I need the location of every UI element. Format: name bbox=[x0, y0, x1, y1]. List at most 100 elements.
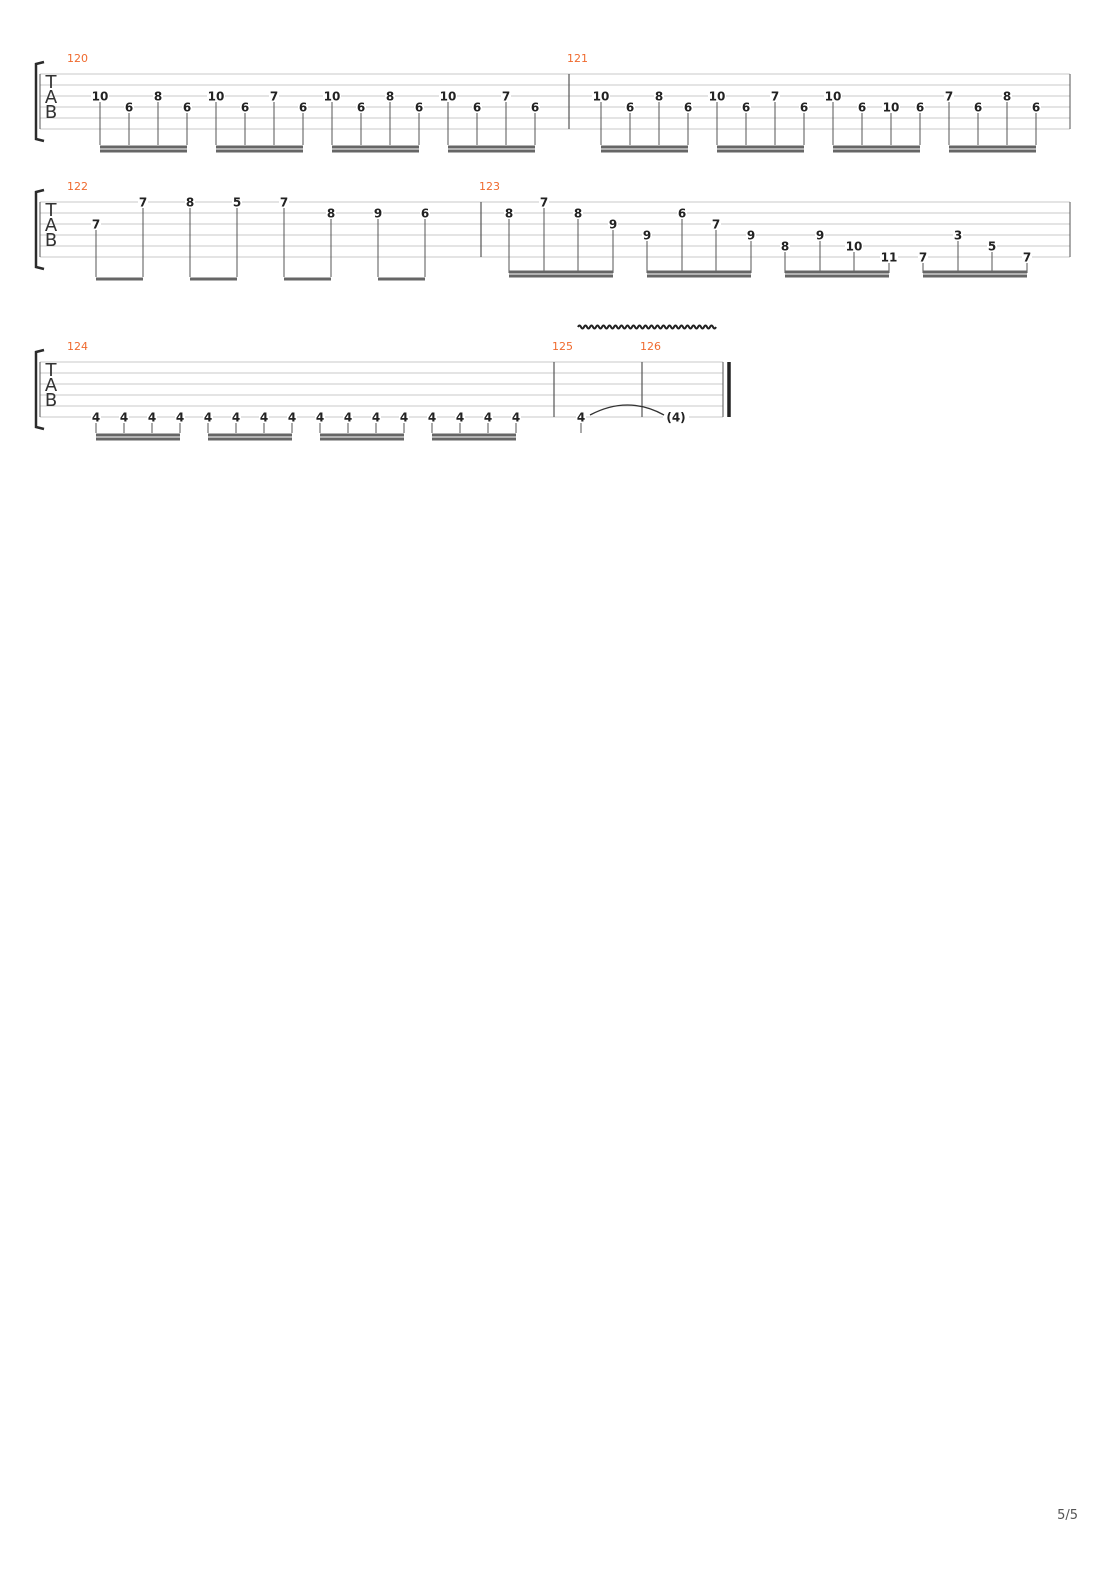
fret-number: 10 bbox=[440, 90, 457, 104]
fret-number: 6 bbox=[678, 207, 686, 221]
note-background bbox=[439, 89, 457, 102]
note-background bbox=[683, 100, 693, 113]
note-background bbox=[240, 100, 250, 113]
fret-number: 10 bbox=[593, 90, 610, 104]
fret-number: 6 bbox=[241, 101, 249, 115]
note-background bbox=[576, 410, 586, 423]
note-background bbox=[91, 410, 101, 423]
note-background bbox=[385, 89, 395, 102]
note-background bbox=[592, 89, 610, 102]
note-background bbox=[882, 100, 900, 113]
note-background bbox=[207, 89, 225, 102]
note-background bbox=[203, 410, 213, 423]
note-background bbox=[414, 100, 424, 113]
fret-number: 7 bbox=[919, 251, 927, 265]
fret-number: 5 bbox=[233, 196, 241, 210]
note-background bbox=[1002, 89, 1012, 102]
note-background bbox=[298, 100, 308, 113]
fret-number: 6 bbox=[415, 101, 423, 115]
note-background bbox=[824, 89, 842, 102]
note-background bbox=[356, 100, 366, 113]
fret-number: 8 bbox=[1003, 90, 1011, 104]
fret-number: 6 bbox=[473, 101, 481, 115]
tab-clef-letter: T bbox=[45, 360, 58, 381]
note-background bbox=[287, 410, 297, 423]
note-background bbox=[259, 410, 269, 423]
fret-number: 6 bbox=[684, 101, 692, 115]
fret-number: 4 bbox=[204, 411, 212, 425]
fret-number: 7 bbox=[270, 90, 278, 104]
fret-number: 4 bbox=[260, 411, 268, 425]
tab-clef-letter: A bbox=[45, 375, 58, 396]
note-background bbox=[953, 228, 963, 241]
fret-number: 7 bbox=[280, 196, 288, 210]
note-background bbox=[746, 228, 756, 241]
fret-number: 6 bbox=[421, 207, 429, 221]
fret-number: 9 bbox=[747, 229, 755, 243]
measure-number: 122 bbox=[67, 180, 88, 193]
note-background bbox=[857, 100, 867, 113]
fret-number: 8 bbox=[186, 196, 194, 210]
note-background bbox=[1031, 100, 1041, 113]
note-background bbox=[138, 195, 148, 208]
fret-number: 4 bbox=[288, 411, 296, 425]
fret-number: 7 bbox=[1023, 251, 1031, 265]
note-background bbox=[420, 206, 430, 219]
note-background bbox=[915, 100, 925, 113]
note-background bbox=[708, 89, 726, 102]
note-background bbox=[845, 239, 863, 252]
fret-number: 7 bbox=[540, 196, 548, 210]
note-background bbox=[147, 410, 157, 423]
fret-number: 10 bbox=[883, 101, 900, 115]
tab-clef-letter: A bbox=[45, 215, 58, 236]
note-background bbox=[371, 410, 381, 423]
note-background bbox=[185, 195, 195, 208]
note-background bbox=[654, 89, 664, 102]
note-background bbox=[175, 410, 185, 423]
note-background bbox=[182, 100, 192, 113]
note-background bbox=[608, 217, 618, 230]
note-background bbox=[483, 410, 493, 423]
fret-number: 3 bbox=[954, 229, 962, 243]
note-background bbox=[530, 100, 540, 113]
note-background bbox=[315, 410, 325, 423]
fret-number: 8 bbox=[386, 90, 394, 104]
tab-clef-letter: A bbox=[45, 87, 58, 108]
fret-number: 4 bbox=[577, 411, 585, 425]
note-background bbox=[472, 100, 482, 113]
fret-number: 6 bbox=[916, 101, 924, 115]
fret-number: (4) bbox=[666, 411, 685, 425]
note-background bbox=[642, 228, 652, 241]
measure-number: 120 bbox=[67, 52, 88, 65]
fret-number: 6 bbox=[858, 101, 866, 115]
fret-number: 9 bbox=[643, 229, 651, 243]
fret-number: 6 bbox=[1032, 101, 1040, 115]
note-background bbox=[880, 250, 898, 263]
fret-number: 9 bbox=[816, 229, 824, 243]
fret-number: 6 bbox=[183, 101, 191, 115]
fret-number: 7 bbox=[502, 90, 510, 104]
note-background bbox=[119, 410, 129, 423]
measure-number: 123 bbox=[479, 180, 500, 193]
fret-number: 4 bbox=[316, 411, 324, 425]
note-background bbox=[501, 89, 511, 102]
note-background bbox=[625, 100, 635, 113]
tab-clef-letter: B bbox=[45, 390, 57, 411]
measure-number: 121 bbox=[567, 52, 588, 65]
note-background bbox=[780, 239, 790, 252]
fret-number: 8 bbox=[505, 207, 513, 221]
system-bracket bbox=[34, 348, 45, 431]
fret-number: 4 bbox=[176, 411, 184, 425]
fret-number: 9 bbox=[609, 218, 617, 232]
measure-number: 126 bbox=[640, 340, 661, 353]
fret-number: 8 bbox=[327, 207, 335, 221]
fret-number: 8 bbox=[154, 90, 162, 104]
fret-number: 4 bbox=[372, 411, 380, 425]
note-background bbox=[326, 206, 336, 219]
note-background bbox=[232, 195, 242, 208]
note-background bbox=[343, 410, 353, 423]
note-background bbox=[279, 195, 289, 208]
note-background bbox=[231, 410, 241, 423]
fret-number: 6 bbox=[125, 101, 133, 115]
